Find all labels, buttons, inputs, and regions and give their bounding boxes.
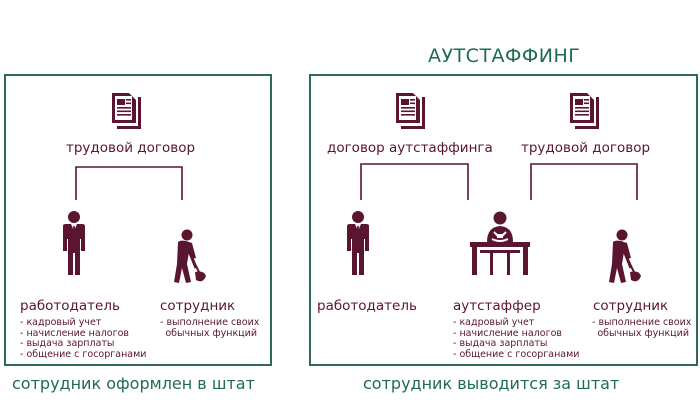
- labor-contract-label: трудовой договор: [66, 140, 196, 156]
- duty-item: - выполнение своих: [160, 317, 260, 328]
- document-icon: [396, 93, 425, 129]
- right-caption: сотрудник выводится за штат: [363, 374, 620, 393]
- duty-item: - выдача зарплаты: [453, 338, 548, 349]
- duty-item: - начисление налогов: [453, 327, 562, 339]
- businessman-icon: [63, 211, 85, 275]
- outstaffer-duties: - кадровый учет - начисление налогов - в…: [453, 317, 580, 360]
- document-icon: [112, 93, 141, 129]
- duty-item: - кадровый учет: [453, 317, 535, 328]
- employee-label: сотрудник: [593, 298, 669, 314]
- employee-duties: - выполнение своих обычных функций: [592, 317, 692, 339]
- worker-shovel-icon: [607, 228, 643, 285]
- document-icon: [570, 93, 599, 129]
- duty-item: - общение с госорганами: [20, 348, 147, 360]
- duty-item: - общение с госорганами: [453, 348, 580, 360]
- outstaffing-contract-label: договор аутстаффинга: [327, 140, 493, 156]
- employer-duties: - кадровый учет - начисление налогов - в…: [20, 317, 147, 360]
- left-panel: [4, 74, 272, 366]
- duty-item: - выдача зарплаты: [20, 338, 115, 349]
- labor-contract-label: трудовой договор: [521, 140, 651, 156]
- duty-item: - начисление налогов: [20, 327, 129, 339]
- labor-connector: [530, 163, 638, 200]
- employer-label: работодатель: [20, 298, 120, 314]
- employer-label: работодатель: [317, 298, 417, 314]
- duty-item: обычных функций: [165, 327, 257, 339]
- businessman-icon: [347, 211, 369, 275]
- person-at-desk-icon: [469, 210, 531, 276]
- duty-item: - кадровый учет: [20, 317, 102, 328]
- outstaffing-title: АУТСТАФФИНГ: [428, 45, 581, 67]
- outstaffer-label: аутстаффер: [453, 298, 541, 314]
- employee-duties: - выполнение своих обычных функций: [160, 317, 260, 339]
- duty-item: - выполнение своих: [592, 317, 692, 328]
- right-panel: [309, 74, 698, 366]
- duty-item: обычных функций: [597, 327, 689, 339]
- left-caption: сотрудник оформлен в штат: [12, 374, 255, 393]
- employee-label: сотрудник: [160, 298, 236, 314]
- worker-shovel-icon: [172, 228, 208, 285]
- outstaffing-connector: [360, 163, 469, 200]
- contract-connector: [75, 166, 183, 200]
